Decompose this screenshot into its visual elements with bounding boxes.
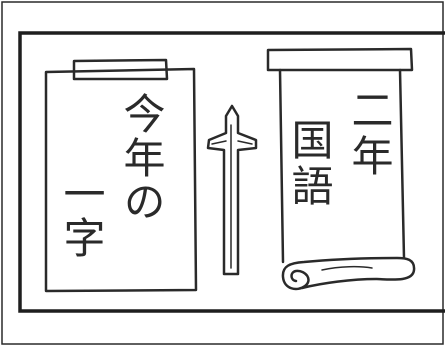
up-arrow-icon (206, 104, 258, 276)
clipboard-title-line1: 今年の (117, 92, 166, 224)
clipboard-title-line2: 一字 (57, 172, 106, 260)
clipboard (44, 58, 198, 293)
scroll-title-line2: 国語 (285, 118, 334, 210)
scroll-title-line1: 二年 (345, 88, 394, 180)
scroll-bottom-roll (281, 256, 416, 291)
scroll-rod (266, 47, 414, 72)
panel-frame (18, 31, 445, 313)
clipboard-body (44, 67, 198, 293)
scroll-right-edge (398, 68, 406, 260)
clipboard-clip (72, 58, 169, 81)
scroll-left-edge (278, 68, 285, 264)
scroll (266, 47, 416, 291)
